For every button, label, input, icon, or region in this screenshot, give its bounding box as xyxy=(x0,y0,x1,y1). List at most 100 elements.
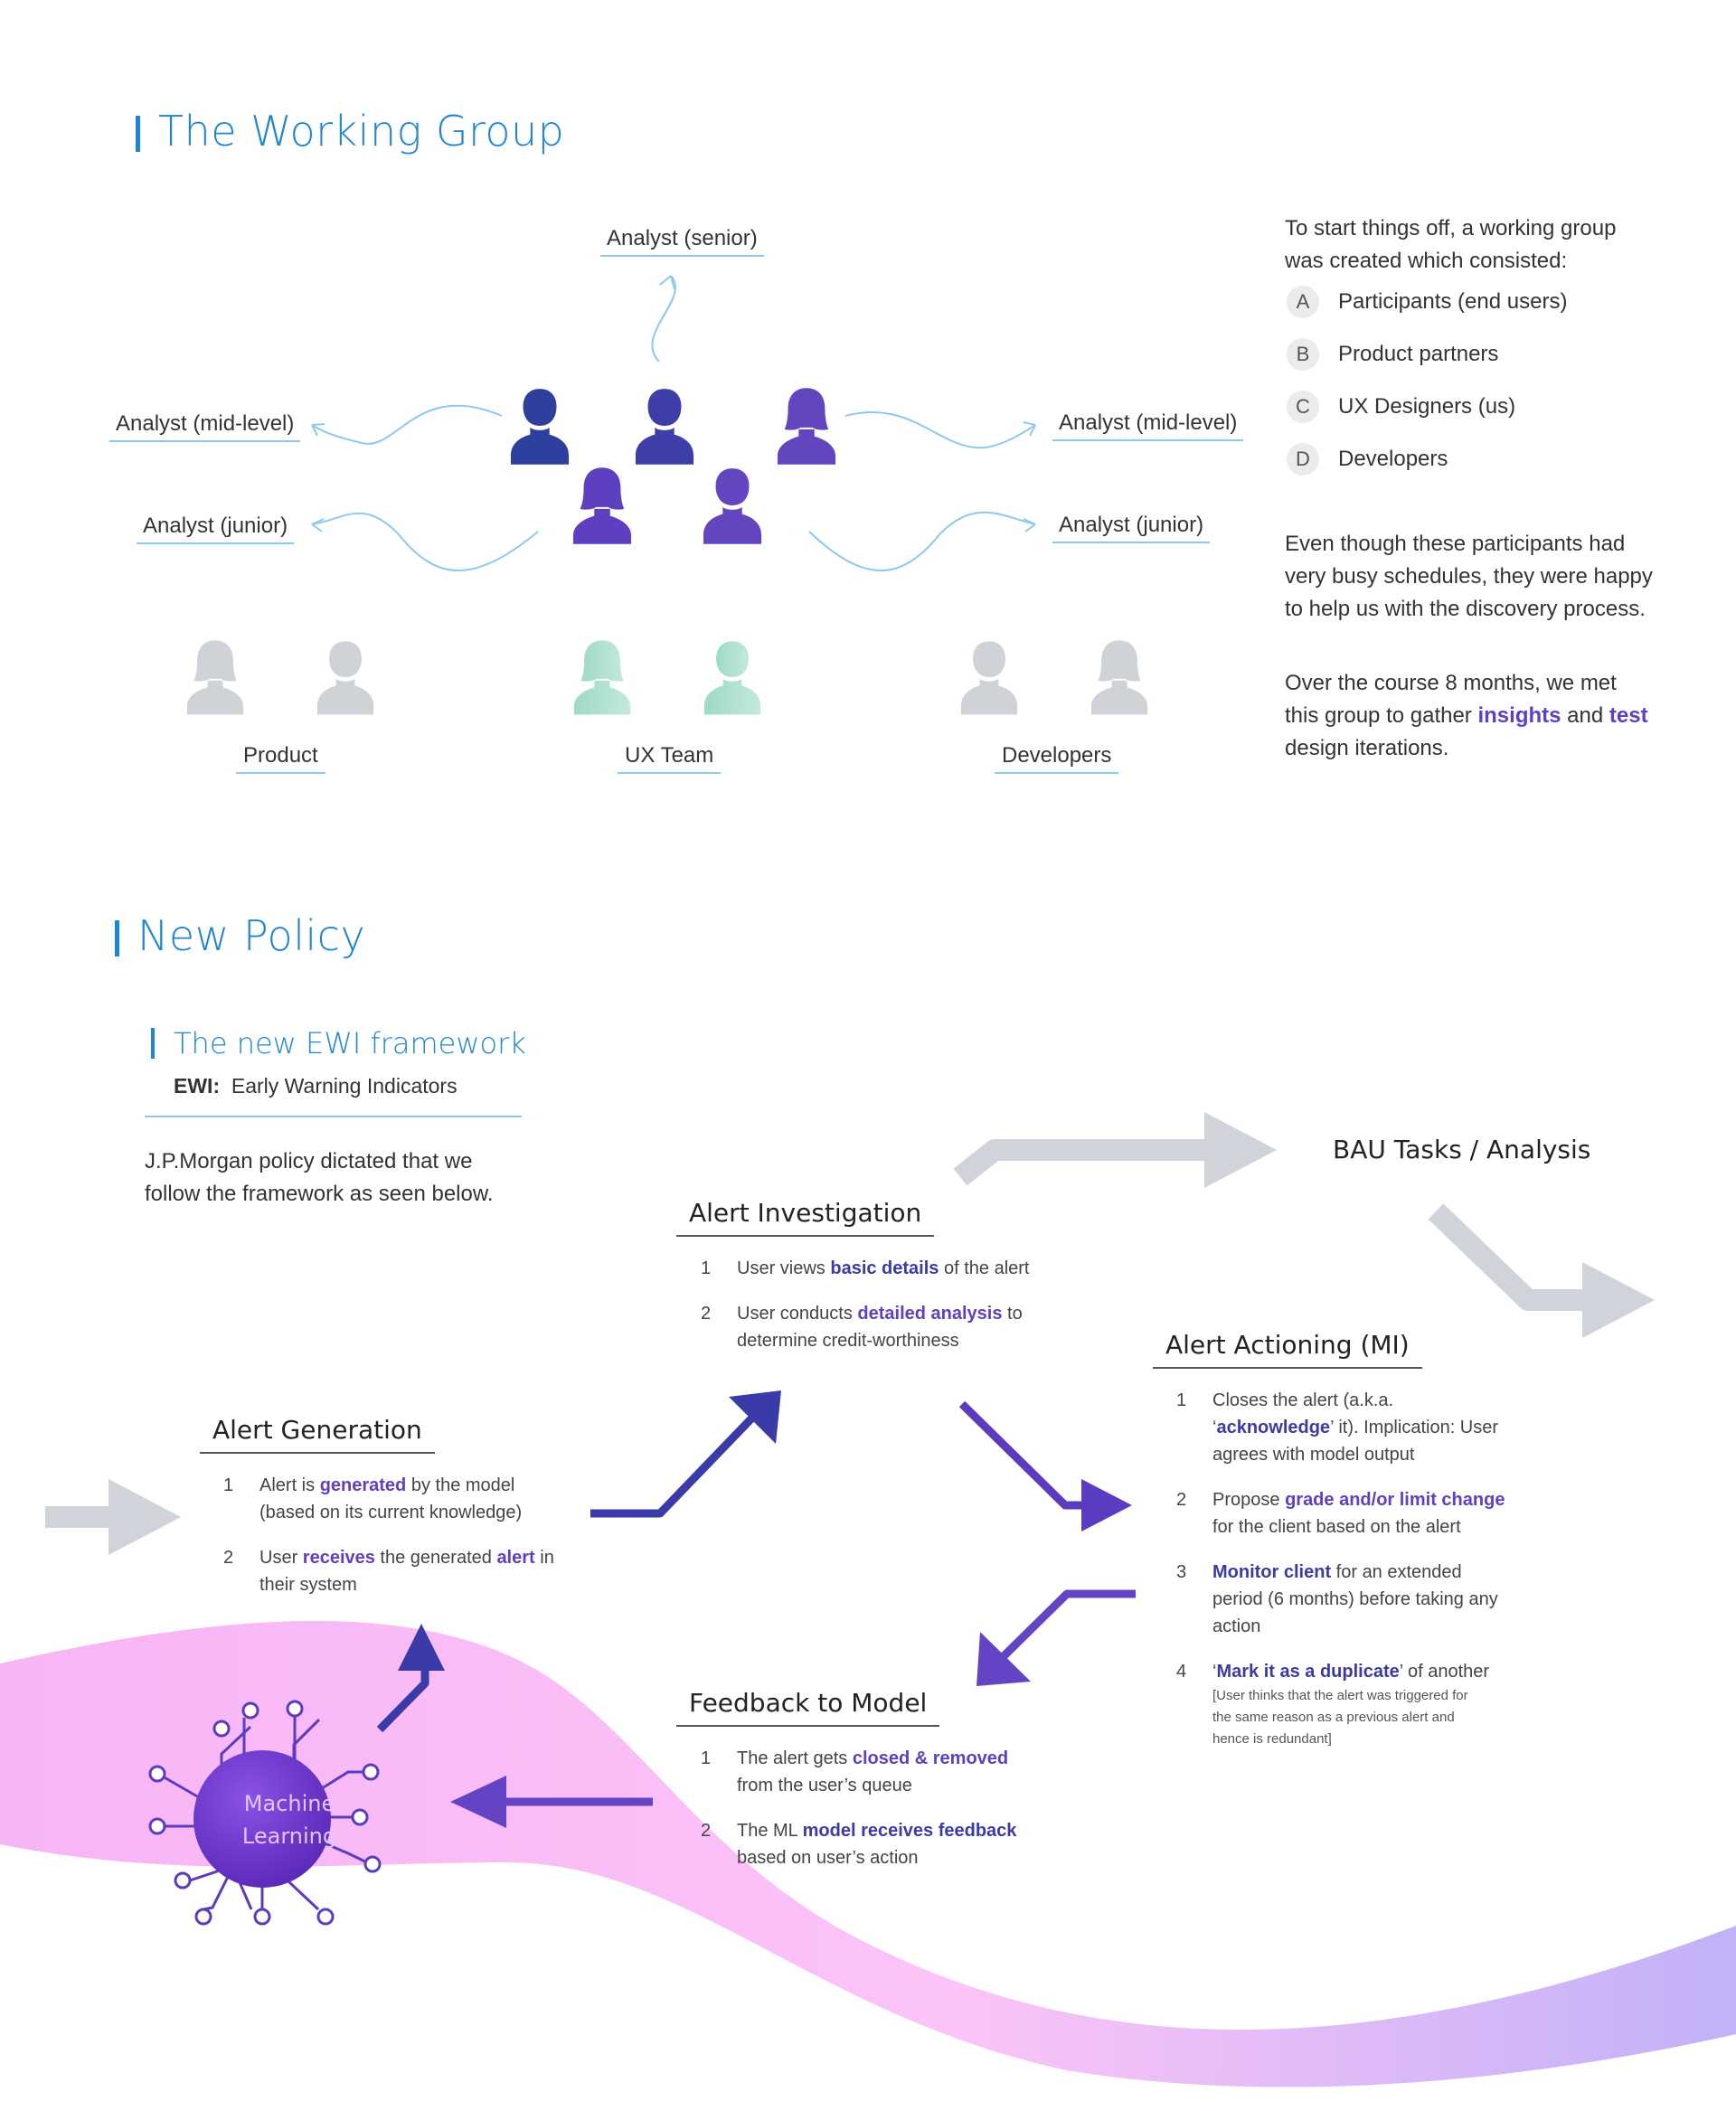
step-highlight: model receives feedback xyxy=(802,1821,1017,1841)
step-text-part: Alert is xyxy=(259,1475,320,1495)
step-text-part: ‘ xyxy=(1212,1418,1217,1437)
framework-title: The new EWI framework xyxy=(174,1026,526,1060)
step-highlight: closed & removed xyxy=(852,1748,1009,1768)
member-letter: D xyxy=(1287,443,1319,476)
step-text-part: (based on its current knowledge) xyxy=(259,1503,523,1522)
step-text-part: User conducts xyxy=(737,1304,858,1324)
step-text-part: ‘ xyxy=(1212,1662,1217,1682)
alert-actioning-step-3: 3 Monitor client for an extended period … xyxy=(1176,1559,1538,1640)
step-highlight: generated xyxy=(319,1475,407,1495)
highlight-test: test xyxy=(1609,703,1648,728)
new-policy-title: New Policy xyxy=(137,911,366,960)
feedback-step-1: 1 The alert gets closed & removed from t… xyxy=(701,1745,1062,1799)
circuit-node-icon xyxy=(316,1908,335,1926)
circuit-node-icon xyxy=(253,1908,271,1926)
step-highlight: detailed analysis xyxy=(857,1304,1003,1324)
bau-label: BAU Tasks / Analysis xyxy=(1333,1135,1591,1164)
working-group-intro: To start things off, a working group was… xyxy=(1285,216,1617,273)
alert-actioning-step-4: 4 ‘Mark it as a duplicate’ of another [U… xyxy=(1176,1658,1538,1758)
step-text: The alert gets closed & removed from the… xyxy=(737,1745,1008,1799)
working-group-para2: Even though these participants had very … xyxy=(1285,532,1653,621)
step-number: 2 xyxy=(223,1548,234,1568)
circuit-node-icon xyxy=(212,1720,231,1738)
ml-label-line1: Machine xyxy=(243,1791,335,1816)
stage-title-alert-generation: Alert Generation xyxy=(200,1415,435,1454)
step-text-part: Closes the alert (a.k.a. xyxy=(1212,1390,1394,1410)
circuit-node-icon xyxy=(148,1817,166,1835)
step-text: User views basic details of the alert xyxy=(737,1255,1029,1282)
alert-investigation-step-1: 1 User views basic details of the alert xyxy=(701,1255,1062,1284)
label-developers: Developers xyxy=(995,743,1119,774)
stage-title-alert-investigation: Alert Investigation xyxy=(676,1198,935,1237)
circuit-node-icon xyxy=(148,1765,166,1783)
step-highlight: receives xyxy=(302,1548,375,1568)
step-text: Alert is generated by the model (based o… xyxy=(259,1472,522,1526)
step-number: 1 xyxy=(701,1748,712,1768)
step-text-part: their system xyxy=(259,1575,357,1595)
step-text-part: User views xyxy=(737,1258,831,1278)
step-text-part: action xyxy=(1212,1616,1261,1636)
step-number: 2 xyxy=(701,1304,712,1324)
step-text: Propose grade and/or limit change for th… xyxy=(1212,1486,1505,1541)
member-list: A Participants (end users) B Product par… xyxy=(1287,286,1694,494)
step-number: 1 xyxy=(701,1258,712,1278)
step-text-part: by the model xyxy=(406,1475,515,1495)
alert-generation-step-2: 2 User receives the generated alert in t… xyxy=(223,1544,585,1598)
step-note-line: hence is redundant] xyxy=(1212,1731,1332,1747)
step-highlight: Monitor client xyxy=(1212,1562,1332,1582)
member-letter: A xyxy=(1287,286,1319,318)
member-label: Developers xyxy=(1338,447,1448,471)
step-text-part: to xyxy=(1002,1304,1023,1324)
subtitle-bar xyxy=(151,1028,155,1059)
step-note-line: [User thinks that the alert was triggere… xyxy=(1212,1688,1468,1703)
step-text: ‘Mark it as a duplicate’ of another [Use… xyxy=(1212,1658,1489,1750)
step-text-part: agrees with model output xyxy=(1212,1445,1415,1465)
label-ux-team: UX Team xyxy=(618,743,722,774)
label-analyst-mid-right: Analyst (mid-level) xyxy=(1052,410,1244,441)
step-text: Closes the alert (a.k.a. ‘acknowledge’ i… xyxy=(1212,1387,1498,1468)
label-analyst-junior-right: Analyst (junior) xyxy=(1052,513,1211,543)
label-analyst-senior: Analyst (senior) xyxy=(600,226,764,257)
step-number: 1 xyxy=(1176,1390,1187,1410)
para3-text: and xyxy=(1561,703,1609,728)
para3-text: Over the course 8 months, we met this gr… xyxy=(1285,671,1617,728)
framework-divider xyxy=(145,1116,522,1117)
connector-curves xyxy=(311,275,1036,572)
step-number: 2 xyxy=(701,1821,712,1841)
step-text-part: based on user’s action xyxy=(737,1848,919,1868)
step-number: 2 xyxy=(1176,1490,1187,1510)
label-product: Product xyxy=(236,743,326,774)
member-label: Product partners xyxy=(1338,342,1499,366)
step-highlight: grade and/or limit change xyxy=(1285,1490,1505,1510)
circuit-node-icon xyxy=(363,1855,382,1873)
alert-investigation-step-2: 2 User conducts detailed analysis to det… xyxy=(701,1300,1062,1354)
step-number: 3 xyxy=(1176,1562,1187,1582)
alert-generation-step-1: 1 Alert is generated by the model (based… xyxy=(223,1472,585,1526)
step-note-line: the same reason as a previous alert and xyxy=(1212,1710,1455,1725)
step-highlight: alert xyxy=(496,1548,535,1568)
step-text: The ML model receives feedback based on … xyxy=(737,1817,1016,1871)
member-letter: C xyxy=(1287,391,1319,423)
ml-label: Machine Learning xyxy=(208,1787,371,1852)
circuit-node-icon xyxy=(174,1871,192,1890)
para3-text: design iterations. xyxy=(1285,736,1449,760)
step-text-part: ’ of another xyxy=(1399,1662,1490,1682)
step-number: 4 xyxy=(1176,1662,1187,1682)
label-analyst-mid-left: Analyst (mid-level) xyxy=(109,411,301,442)
title-bar xyxy=(136,116,140,152)
alert-actioning-step-2: 2 Propose grade and/or limit change for … xyxy=(1176,1486,1538,1541)
ml-label-line2: Learning xyxy=(241,1824,337,1849)
step-text: User receives the generated alert in the… xyxy=(259,1544,554,1598)
step-note: [User thinks that the alert was triggere… xyxy=(1212,1685,1489,1750)
ewi-full: Early Warning Indicators xyxy=(231,1074,458,1098)
ewi-definition: EWI: Early Warning Indicators xyxy=(174,1074,458,1098)
step-text-part: period (6 months) before taking any xyxy=(1212,1589,1498,1609)
member-label: UX Designers (us) xyxy=(1338,394,1516,419)
member-label: Participants (end users) xyxy=(1338,289,1568,314)
step-text-part: of the alert xyxy=(939,1258,1030,1278)
ewi-abbr: EWI: xyxy=(174,1074,221,1098)
step-text-part: Propose xyxy=(1212,1490,1286,1510)
circuit-node-icon xyxy=(351,1808,369,1826)
